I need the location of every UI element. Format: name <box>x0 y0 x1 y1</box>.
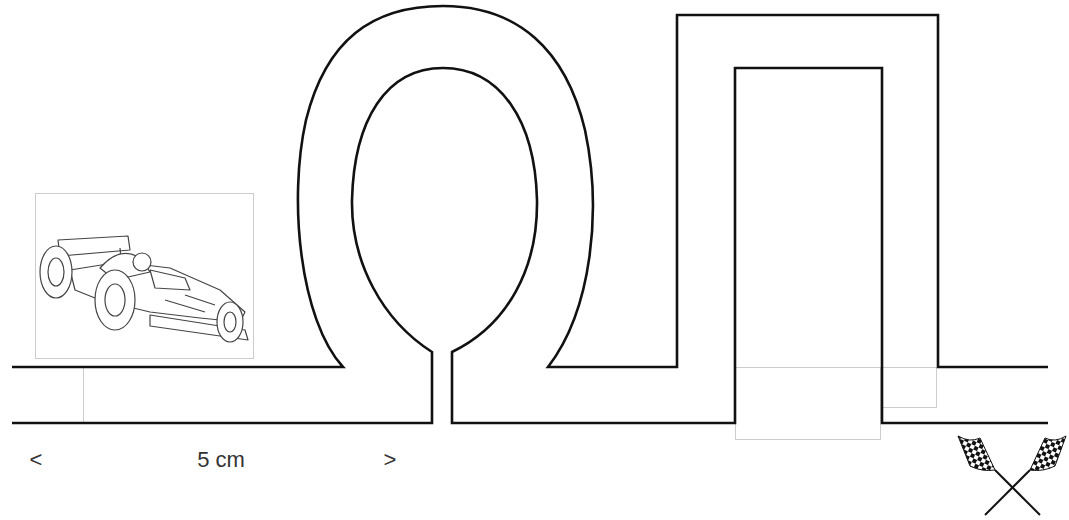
dimension-arrow-right: > <box>384 447 397 473</box>
dimension-value: 5 cm <box>197 447 245 473</box>
dimension-arrow-left: < <box>30 447 43 473</box>
faint-guides <box>36 194 937 440</box>
race-track <box>12 6 1048 423</box>
race-car <box>40 236 248 342</box>
checkered-flags <box>958 436 1066 515</box>
